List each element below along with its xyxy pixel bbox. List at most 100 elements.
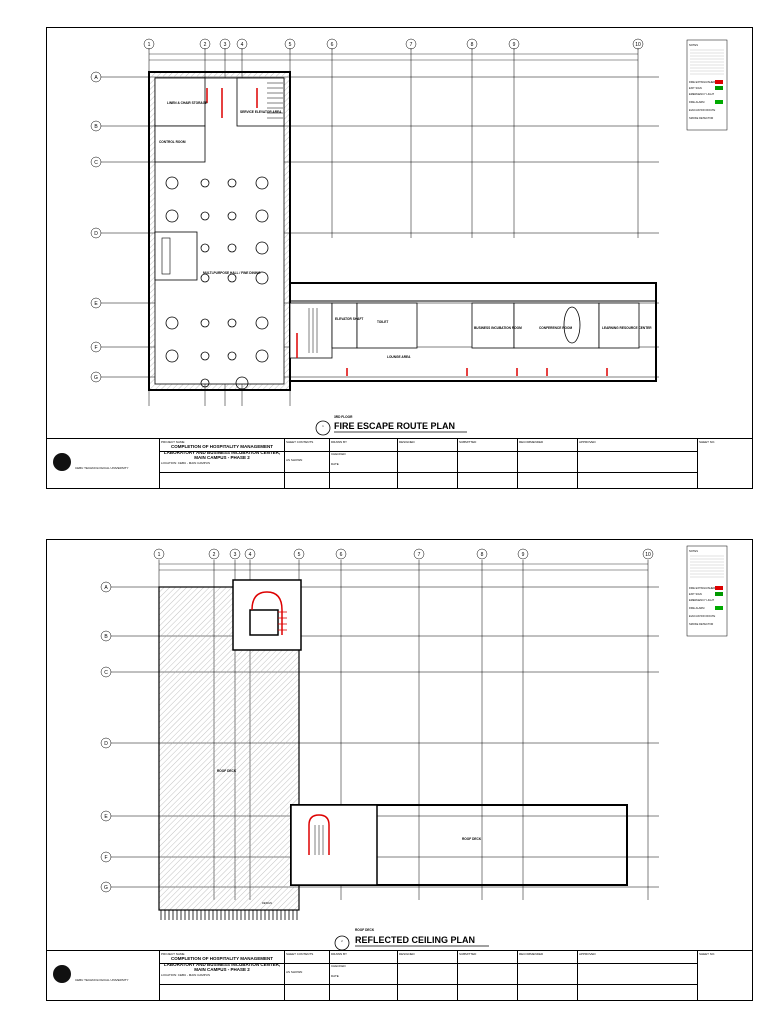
legend-item-5: SMOKE DETECTOR: [689, 116, 713, 120]
legend2-item-3: FIRE ALARM: [689, 606, 704, 610]
grid-col-6: 6: [331, 42, 334, 48]
grid2-col-10: 10: [645, 552, 651, 558]
project-header: PROJECT NAME: [161, 440, 185, 444]
label-conference: CONFERENCE ROOM: [539, 326, 572, 330]
grid-row-f: F: [94, 345, 97, 351]
grid2-row-b: B: [104, 634, 108, 640]
grid2-col-5: 5: [298, 552, 301, 558]
legend2-item-2: EMERGENCY LIGHT: [689, 598, 714, 602]
grid-row-b: B: [94, 124, 98, 130]
sheet-no-label-2: SHEET NO.: [699, 952, 716, 956]
grid-col-3: 3: [224, 42, 227, 48]
plan-scale-marker-2: 2: [341, 939, 343, 943]
designed-label-2: DESIGNED: [399, 952, 415, 956]
legend-box-2: [686, 545, 728, 637]
floor-plan: 1 2 3 4 5 6 7 8 9 10 A: [47, 28, 752, 438]
grid2-col-4: 4: [249, 552, 252, 558]
date-label: DATE: [331, 462, 339, 466]
label-lounge: LOUNGE AREA: [387, 355, 411, 359]
learning-room: [598, 302, 640, 349]
sheet-content-label-2: SHEET CONTENTS: [286, 952, 314, 956]
grid-col-10: 10: [635, 42, 641, 48]
org-name: CEBU TECHNOLOGICAL UNIVERSITY: [75, 466, 129, 470]
grid-row-labels-2: A B C D E F G: [104, 585, 108, 891]
grid2-row-a: A: [104, 585, 108, 591]
date-label-2: DATE: [331, 974, 339, 978]
label-learning: LEARNING RESOURCE CENTER: [602, 326, 652, 330]
project-location-2: LOCATION: CEBU - MAIN CAMPUS: [161, 972, 210, 977]
legend-item-1: EXIT SIGN: [689, 86, 702, 90]
submitted-label: SUBMITTED: [459, 440, 477, 444]
label-control: CONTROL ROOM: [159, 140, 186, 144]
grid2-col-9: 9: [522, 552, 525, 558]
grid-col-8: 8: [471, 42, 474, 48]
submitted-cell: SUBMITTED: [457, 439, 517, 488]
label-elevator: SERVICE ELEVATOR AREA: [240, 110, 282, 114]
red-exit-marks: [346, 368, 608, 376]
sheet-content-label: SHEET CONTENTS: [286, 440, 314, 444]
grid-row-d: D: [94, 231, 98, 237]
grid-row-labels: A B C D E F G: [94, 75, 98, 381]
legend-header: NOTES: [689, 43, 698, 47]
legend-box: [686, 39, 728, 131]
grid2-col-3: 3: [234, 552, 237, 558]
sheet-content-cell-2: SHEET CONTENTS AS SHOWN: [284, 951, 329, 1000]
university-seal-icon: [53, 453, 71, 471]
legend-item-0: FIRE EXTINGUISHER: [689, 80, 715, 84]
toilet-room: [356, 302, 418, 349]
label-design: DESIGN: [262, 901, 272, 905]
drawn-cell-2: DRAWN BY CHECKED DATE: [329, 951, 397, 1000]
label-roof-deck-2: ROOF DECK: [462, 837, 482, 841]
grid-column-labels-2: 1 2 3 4 5 6 7 8 9 10: [158, 552, 651, 558]
legend-item-3: FIRE ALARM: [689, 100, 704, 104]
drawn-label-2: DRAWN BY: [331, 952, 348, 956]
project-header-2: PROJECT NAME: [161, 952, 185, 956]
grid-col-4: 4: [241, 42, 244, 48]
title-block-2: CEBU TECHNOLOGICAL UNIVERSITY PROJECT NA…: [47, 950, 752, 1000]
org-name-2: CEBU TECHNOLOGICAL UNIVERSITY: [75, 978, 129, 982]
grid-col-9: 9: [513, 42, 516, 48]
designed-label: DESIGNED: [399, 440, 415, 444]
grid2-col-6: 6: [340, 552, 343, 558]
stair-tower-2: [290, 804, 378, 886]
drawing-sheet-ceiling: 1 2 3 4 5 6 7 8 9 10 A: [46, 539, 753, 1001]
legend2-item-4: EVACUATION ROUTE: [689, 614, 716, 618]
sheet-content-cell: SHEET CONTENTS AS SHOWN: [284, 439, 329, 488]
control-room: [154, 125, 206, 163]
checked-label: CHECKED: [331, 452, 346, 456]
project-title: COMPLETION OF HOSPITALITY MANAGEMENT LAB…: [163, 444, 281, 460]
label-toilet: TOILET: [377, 320, 388, 324]
label-roof-deck-1: ROOF DECK: [217, 769, 237, 773]
approved-cell: APPROVED: [577, 439, 647, 488]
approved-label: APPROVED: [579, 440, 596, 444]
grid-column-labels: 1 2 3 4 5 6 7 8 9 10: [148, 42, 641, 48]
plan-title-marker-2: [334, 935, 350, 950]
linen-room: [154, 77, 206, 127]
sheet-no-cell-2: SHEET NO.: [697, 951, 752, 1000]
grid-col-1: 1: [148, 42, 151, 48]
fire-escape-plan-drawing: 1 2 3 4 5 6 7 8 9 10 A: [90, 38, 728, 436]
plan-title: FIRE ESCAPE ROUTE PLAN: [334, 421, 455, 431]
legend2-header: NOTES: [689, 549, 698, 553]
university-seal-icon: [53, 965, 71, 983]
designed-cell: DESIGNED: [397, 439, 457, 488]
legend2-item-1: EXIT SIGN: [689, 592, 702, 596]
label-linen: LINEN & CHAIR STORAGE: [167, 101, 207, 105]
legend-item-2: EMERGENCY LIGHT: [689, 92, 714, 96]
red-egress-marks: [206, 88, 258, 118]
drawing-sheet-fire-escape: 1 2 3 4 5 6 7 8 9 10 A: [46, 27, 753, 489]
conference-room: [513, 302, 600, 349]
scale-value: AS SHOWN: [286, 458, 303, 462]
grid-row-g: G: [94, 375, 98, 381]
grid2-row-f: F: [104, 855, 107, 861]
recommended-label-2: RECOMMENDED: [519, 952, 544, 956]
submitted-cell-2: SUBMITTED: [457, 951, 517, 1000]
elevator-shaft: [331, 302, 358, 349]
project-title-2: COMPLETION OF HOSPITALITY MANAGEMENT LAB…: [163, 956, 281, 972]
project-cell-2: PROJECT NAME COMPLETION OF HOSPITALITY M…: [159, 951, 284, 1000]
project-location: LOCATION: CEBU - MAIN CAMPUS: [161, 460, 210, 465]
elevator-room: [236, 77, 285, 127]
grid2-row-c: C: [104, 670, 108, 676]
plan-title-2: REFLECTED CEILING PLAN: [355, 935, 475, 945]
stair-west: [267, 82, 283, 119]
